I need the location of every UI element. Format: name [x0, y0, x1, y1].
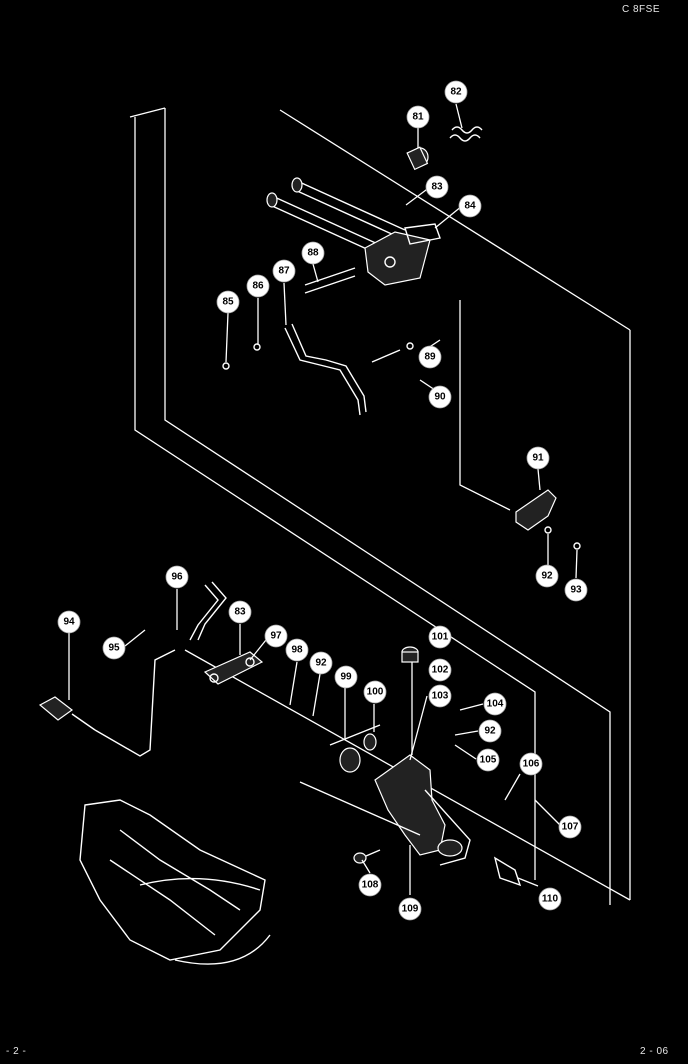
- callout-108: 108: [358, 873, 382, 897]
- svg-text:109: 109: [402, 904, 419, 915]
- svg-text:110: 110: [542, 894, 559, 905]
- callout-94: 94: [57, 610, 81, 634]
- callout-107: 107: [558, 815, 582, 839]
- callout-106: 106: [519, 752, 543, 776]
- callout-102: 102: [428, 658, 452, 682]
- svg-text:89: 89: [424, 352, 436, 363]
- svg-text:104: 104: [487, 699, 504, 710]
- callout-89: 89: [418, 345, 442, 369]
- svg-text:106: 106: [523, 759, 540, 770]
- page-number-left: - 2 -: [6, 1046, 27, 1057]
- part-87-rod: [284, 323, 367, 416]
- svg-text:90: 90: [434, 392, 446, 403]
- svg-text:83: 83: [431, 182, 443, 193]
- svg-text:100: 100: [367, 687, 384, 698]
- callout-105: 105: [476, 748, 500, 772]
- svg-text:107: 107: [562, 822, 579, 833]
- svg-text:97: 97: [270, 631, 282, 642]
- svg-text:108: 108: [362, 880, 379, 891]
- callout-97: 97: [264, 624, 288, 648]
- svg-text:82: 82: [450, 87, 462, 98]
- part-101-cap: [401, 646, 419, 663]
- svg-text:92: 92: [315, 658, 327, 669]
- group-outline-lines: [129, 107, 631, 905]
- leader-lines: [68, 103, 578, 895]
- callout-86: 86: [246, 274, 270, 298]
- svg-text:103: 103: [432, 691, 449, 702]
- svg-text:88: 88: [307, 248, 319, 259]
- svg-text:92: 92: [541, 571, 553, 582]
- callout-100: 100: [363, 680, 387, 704]
- svg-text:99: 99: [340, 672, 352, 683]
- svg-text:101: 101: [432, 632, 449, 643]
- svg-text:94: 94: [63, 617, 75, 628]
- part-81-sleeve: [406, 146, 429, 171]
- page-number-right: 2 - 06: [640, 1046, 669, 1057]
- callout-87: 87: [272, 259, 296, 283]
- callout-95: 95: [102, 636, 126, 660]
- svg-text:85: 85: [222, 297, 234, 308]
- callout-92: 92: [535, 564, 559, 588]
- part-91-cover: [515, 489, 581, 550]
- part-96-cord-clamp: [189, 581, 227, 641]
- callout-104: 104: [483, 692, 507, 716]
- svg-text:81: 81: [412, 112, 424, 123]
- callout-81: 81: [406, 105, 430, 129]
- part-88-pin: [304, 267, 356, 294]
- svg-text:102: 102: [432, 665, 449, 676]
- callout-83-lower: 83: [228, 600, 252, 624]
- part-108-screw: [353, 849, 381, 864]
- callout-99: 99: [334, 665, 358, 689]
- callout-103: 103: [428, 684, 452, 708]
- part-bracket-block: [364, 223, 441, 286]
- callout-96: 96: [165, 565, 189, 589]
- callout-91: 91: [526, 446, 550, 470]
- callout-93: 93: [564, 578, 588, 602]
- callout-85: 85: [216, 290, 240, 314]
- part-85-86-small-parts: [222, 343, 261, 370]
- svg-text:96: 96: [171, 572, 183, 583]
- part-main-body: [374, 754, 522, 887]
- callout-90: 90: [428, 385, 452, 409]
- part-97-lever: [203, 651, 264, 685]
- lower-assembly: [38, 581, 522, 965]
- svg-text:91: 91: [532, 453, 544, 464]
- callout-92-lower-b: 92: [478, 719, 502, 743]
- svg-text:83: 83: [234, 607, 246, 618]
- model-label: C 8FSE: [622, 4, 661, 15]
- part-84-shaft-rods: [266, 177, 406, 256]
- callout-83: 83: [425, 175, 449, 199]
- svg-text:98: 98: [291, 645, 303, 656]
- part-82-spring: [449, 126, 483, 142]
- callout-84: 84: [458, 194, 482, 218]
- svg-text:93: 93: [570, 585, 582, 596]
- callout-110: 110: [538, 887, 562, 911]
- part-89-90-screws: [371, 342, 414, 363]
- svg-text:84: 84: [464, 201, 476, 212]
- callout-98: 98: [285, 638, 309, 662]
- callout-82: 82: [444, 80, 468, 104]
- part-94-cord-plug: [38, 649, 176, 757]
- callout-92-lower-a: 92: [309, 651, 333, 675]
- part-99-shaft: [329, 724, 381, 773]
- upper-assembly: [222, 126, 581, 550]
- svg-text:86: 86: [252, 281, 264, 292]
- svg-text:95: 95: [108, 643, 120, 654]
- svg-text:92: 92: [484, 726, 496, 737]
- callout-88: 88: [301, 241, 325, 265]
- part-base-housing: [79, 781, 421, 965]
- svg-text:87: 87: [278, 266, 290, 277]
- callout-101: 101: [428, 625, 452, 649]
- svg-text:105: 105: [480, 755, 497, 766]
- callout-109: 109: [398, 897, 422, 921]
